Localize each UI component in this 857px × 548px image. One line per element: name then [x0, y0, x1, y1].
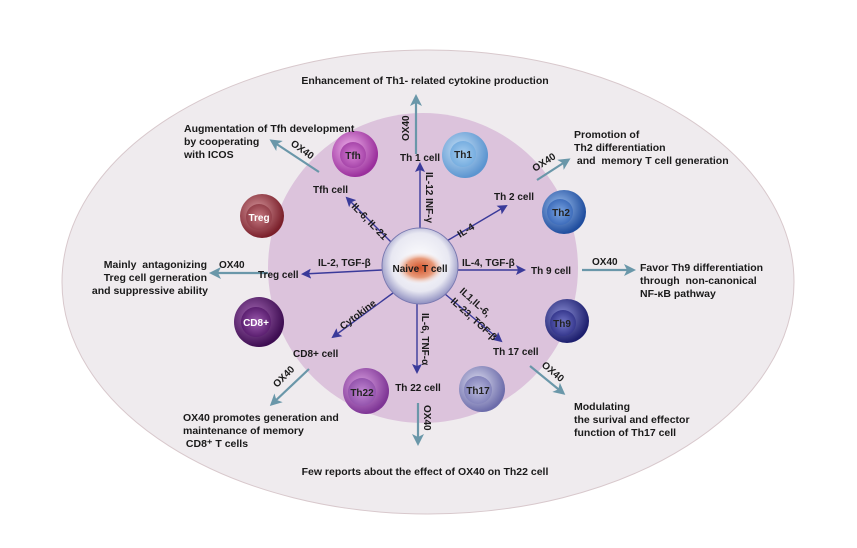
naive-t-cell: Naive T cell: [381, 227, 459, 305]
cell-th22: Th22: [343, 368, 389, 414]
arrow-to-th17: [444, 293, 503, 343]
cytokine-arrows: [301, 162, 526, 374]
ox40-arrow-th2: [536, 158, 571, 181]
effect-th17-line2: the surival and effector: [574, 414, 690, 426]
effect-th9-line1: Favor Th9 differentiation: [640, 262, 763, 274]
arrow-to-treg: [301, 268, 383, 279]
target-tfh: Tfh cell: [313, 185, 348, 196]
cell-th9-label: Th9: [553, 319, 571, 330]
target-th1: Th 1 cell: [400, 153, 440, 164]
cell-th1: Th1: [442, 132, 488, 178]
target-th9: Th 9 cell: [531, 266, 571, 277]
effect-th17-line1: Modulating: [574, 401, 630, 413]
effect-treg-line1: Mainly antagonizing: [104, 259, 207, 271]
cell-cd8: CD8+: [234, 297, 284, 347]
cell-treg-label: Treg: [248, 213, 269, 224]
ox40-arrow-th17: [529, 365, 566, 395]
cell-th22-label: Th22: [350, 388, 374, 399]
effect-tfh-line1: Augmentation of Tfh development: [184, 123, 355, 135]
target-cd8: CD8+ cell: [293, 349, 339, 360]
target-th2: Th 2 cell: [494, 192, 534, 203]
ox40-arrow-cd8: [269, 368, 310, 407]
cell-th1-label: Th1: [454, 150, 472, 161]
cell-th9: Th9: [545, 299, 589, 343]
effect-th1: Enhancement of Th1- related cytokine pro…: [301, 75, 548, 87]
effect-treg-line2: Treg cell gerneration: [104, 272, 207, 284]
cytokine-treg: IL-2, TGF-β: [318, 258, 371, 269]
cell-cd8-label: CD8+: [243, 318, 269, 329]
cell-th17-label: Th17: [466, 386, 490, 397]
cell-tfh-label: Tfh: [345, 151, 361, 162]
arrow-to-th2: [444, 204, 508, 243]
cell-treg: Treg: [240, 194, 284, 238]
ox40-label-th1: OX40: [401, 115, 412, 141]
target-treg: Treg cell: [258, 270, 299, 281]
naive-t-cell-label: Naive T cell: [392, 264, 447, 275]
ox40-label-treg: OX40: [219, 260, 245, 271]
effect-th9-line2: through non-canonical: [640, 275, 757, 287]
ox40-arrows: [209, 94, 636, 446]
effect-tfh-line3: with ICOS: [183, 149, 234, 161]
effect-cd8-line2: maintenance of memory: [183, 425, 304, 437]
cell-th2-label: Th2: [552, 208, 570, 219]
cytokine-th22: IL-6, TNF-α: [419, 313, 430, 366]
effect-cd8-line3: CD8⁺ T cells: [183, 438, 248, 450]
effect-th22: Few reports about the effect of OX40 on …: [302, 466, 549, 478]
effect-treg-line3: and suppressive ability: [92, 285, 208, 297]
target-th17: Th 17 cell: [493, 347, 539, 358]
arrow-to-cd8: [331, 292, 394, 339]
effect-th17-line3: function of Th17 cell: [574, 427, 676, 439]
effect-th9-line3: NF-κB pathway: [640, 288, 716, 300]
cell-th2: Th2: [542, 190, 586, 234]
ox40-label-th22: OX40: [421, 405, 432, 431]
cell-tfh: Tfh: [332, 131, 378, 177]
target-th22: Th 22 cell: [395, 383, 441, 394]
effect-descriptions: Enhancement of Th1- related cytokine pro…: [92, 75, 763, 478]
cytokine-th9: IL-4, TGF-β: [462, 258, 515, 269]
cytokine-th1: IL-12 INF-γ: [423, 172, 434, 224]
ox40-arrow-tfh: [269, 139, 320, 173]
target-labels: Th 1 cell Th 2 cell Th 9 cell Th 17 cell…: [258, 153, 571, 394]
cell-th17: Th17: [459, 366, 505, 412]
ox40-label-th9: OX40: [592, 257, 618, 268]
effect-tfh-line2: by cooperating: [184, 136, 259, 148]
effect-th2-line1: Promotion of: [574, 129, 640, 141]
arrow-to-tfh: [345, 196, 395, 246]
effect-cd8-line1: OX40 promotes generation and: [183, 412, 339, 424]
effect-th2-line2: Th2 differentiation: [574, 142, 666, 154]
effect-th2-line3: and memory T cell generation: [574, 155, 729, 167]
